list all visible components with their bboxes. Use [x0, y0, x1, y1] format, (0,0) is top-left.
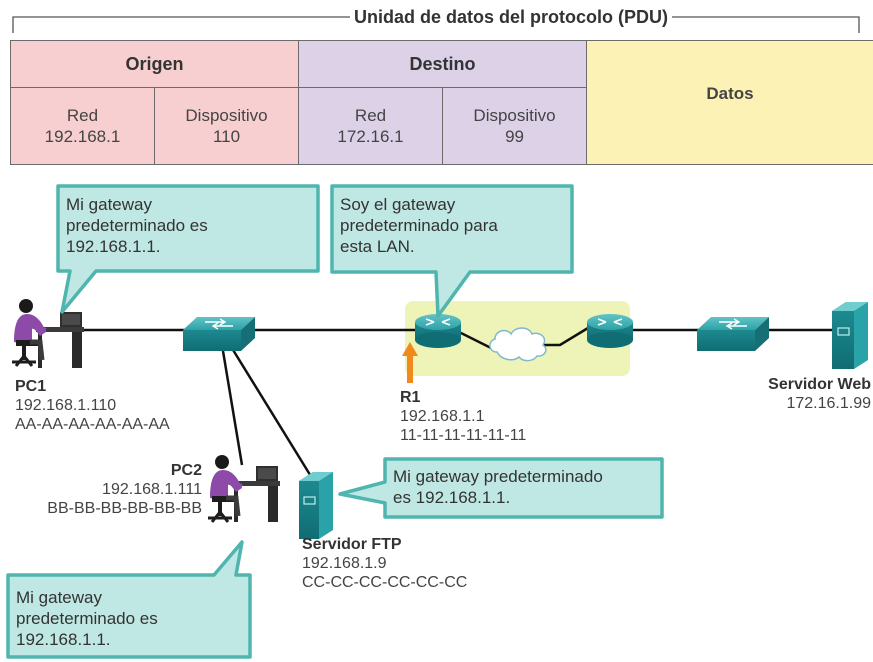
- switch-icon: [183, 317, 255, 351]
- cloud-icon: [489, 327, 547, 362]
- pc2-ip: 192.168.1.111: [102, 481, 202, 498]
- origin-device-label: Dispositivo: [185, 106, 268, 125]
- callout-pc2-line: predeterminado es: [16, 609, 158, 628]
- data-label: Datos: [706, 84, 754, 103]
- origin-device-cell: Dispositivo 110: [153, 87, 300, 165]
- callout-pc1-line: predeterminado es: [66, 216, 208, 235]
- r1-ip: 192.168.1.1: [400, 408, 485, 425]
- ftp-server-mac: CC-CC-CC-CC-CC-CC: [302, 574, 468, 591]
- callout-pc2-line: 192.168.1.1.: [16, 630, 111, 649]
- pc2-label: PC2 192.168.1.111 BB-BB-BB-BB-BB-BB: [47, 461, 202, 518]
- pdu-title: Unidad de datos del protocolo (PDU): [350, 6, 672, 28]
- router-icon: [415, 314, 461, 348]
- callout-router-line: predeterminado para: [340, 216, 498, 235]
- destination-network-value: 172.16.1: [337, 127, 404, 146]
- callout-router-line: esta LAN.: [340, 237, 415, 256]
- callout-ftp-line: es 192.168.1.1.: [393, 488, 511, 507]
- destination-header: Destino: [298, 40, 588, 88]
- data-cell: Datos: [586, 40, 873, 165]
- pc-user-icon: [12, 299, 84, 368]
- ftp-server-ip: 192.168.1.9: [302, 555, 387, 572]
- server-icon: [832, 302, 868, 369]
- callout-ftp-line: Mi gateway predeterminado: [393, 467, 603, 486]
- pc-user-icon: [208, 455, 280, 523]
- r1-label: R1 192.168.1.1 11-11-11-11-11-11: [400, 388, 526, 445]
- callout-pc2-bubble: [6, 540, 252, 659]
- web-server-ip: 172.16.1.99: [786, 395, 871, 412]
- pc1-mac: AA-AA-AA-AA-AA-AA: [15, 416, 170, 433]
- destination-network-cell: Red 172.16.1: [298, 87, 444, 165]
- switch-icon: [697, 317, 769, 351]
- r1-mac: 11-11-11-11-11-11: [400, 427, 527, 444]
- r1-name: R1: [400, 389, 421, 406]
- callout-ftp-bubble: [338, 457, 664, 519]
- arrow-up-icon: [402, 342, 418, 383]
- origin-network-label: Red: [66, 106, 99, 125]
- pc2-name: PC2: [170, 462, 202, 479]
- server-icon: [299, 472, 333, 539]
- pdu-table: Origen Destino Datos Red 192.168.1 Dispo…: [9, 40, 873, 165]
- destination-device-cell: Dispositivo 99: [442, 87, 588, 165]
- callout-router-bubble: [330, 184, 574, 318]
- pc1-ip: 192.168.1.110: [15, 397, 117, 414]
- destination-network-label: Red: [354, 106, 387, 125]
- web-server-label: Servidor Web 172.16.1.99: [768, 375, 871, 413]
- callout-ftp-text: Mi gateway predeterminado es 192.168.1.1…: [393, 466, 603, 508]
- pc2-mac: BB-BB-BB-BB-BB-BB: [47, 500, 202, 517]
- origin-device-value: 110: [212, 127, 241, 146]
- callout-pc1-bubble: [56, 184, 320, 314]
- callout-pc1-line: 192.168.1.1.: [66, 237, 161, 256]
- web-server-name: Servidor Web: [768, 376, 871, 393]
- destination-device-value: 99: [505, 127, 524, 146]
- pc1-label: PC1 192.168.1.110 AA-AA-AA-AA-AA-AA: [15, 377, 170, 434]
- callout-pc2-line: Mi gateway: [16, 588, 102, 607]
- link-switch-pc2: [220, 344, 244, 466]
- pc1-name: PC1: [15, 378, 47, 395]
- link-switch-ftp: [228, 344, 314, 479]
- origin-network-cell: Red 192.168.1: [10, 87, 155, 165]
- callout-router-line: Soy el gateway: [340, 195, 456, 214]
- callout-pc1-text: Mi gateway predeterminado es 192.168.1.1…: [66, 194, 208, 257]
- destination-device-label: Dispositivo: [473, 106, 556, 125]
- ftp-server-name: Servidor FTP: [302, 536, 402, 553]
- router-icon: [587, 314, 633, 348]
- callout-router-text: Soy el gateway predeterminado para esta …: [340, 194, 498, 257]
- callout-pc2-text: Mi gateway predeterminado es 192.168.1.1…: [16, 587, 158, 650]
- ftp-server-label: Servidor FTP 192.168.1.9 CC-CC-CC-CC-CC-…: [302, 535, 467, 592]
- origin-header: Origen: [9, 40, 300, 88]
- origin-network-value: 192.168.1: [44, 127, 121, 146]
- callout-pc1-line: Mi gateway: [66, 195, 152, 214]
